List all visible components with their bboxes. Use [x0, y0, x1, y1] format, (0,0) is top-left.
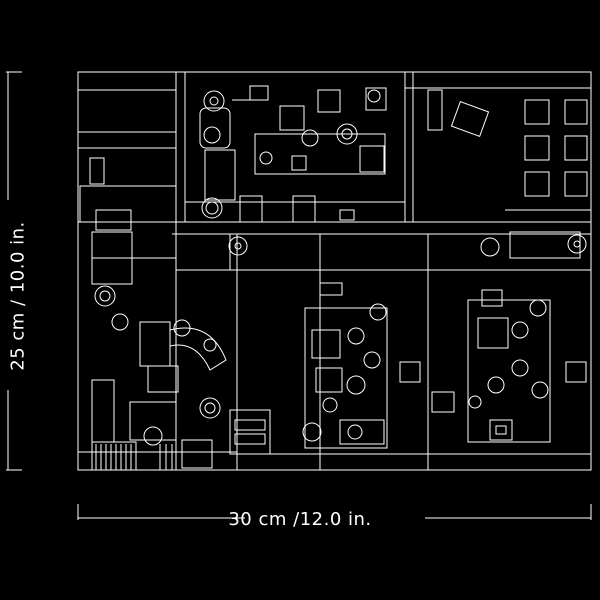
potted-plant-icon [228, 236, 248, 256]
top-right-stall [427, 89, 588, 259]
potted-plant-icon [302, 422, 322, 442]
height-label: 25 cm / 10.0 in. [7, 221, 29, 371]
potted-plant-icon [203, 90, 225, 112]
stool-icon [259, 151, 273, 165]
gear-icon [567, 234, 587, 254]
partition-walls [78, 72, 591, 470]
right-bay [431, 289, 587, 443]
width-dimension [77, 504, 592, 520]
potted-plant-icon [480, 237, 500, 257]
potted-plant-icon [143, 426, 163, 446]
left-lab [94, 233, 271, 469]
center-bay [302, 282, 421, 449]
top-center-workshop [199, 85, 387, 223]
plan-outline [77, 71, 592, 471]
left-column-grid [79, 157, 177, 471]
height-dimension [6, 71, 22, 471]
width-label: 30 cm /12.0 in. [228, 509, 372, 530]
